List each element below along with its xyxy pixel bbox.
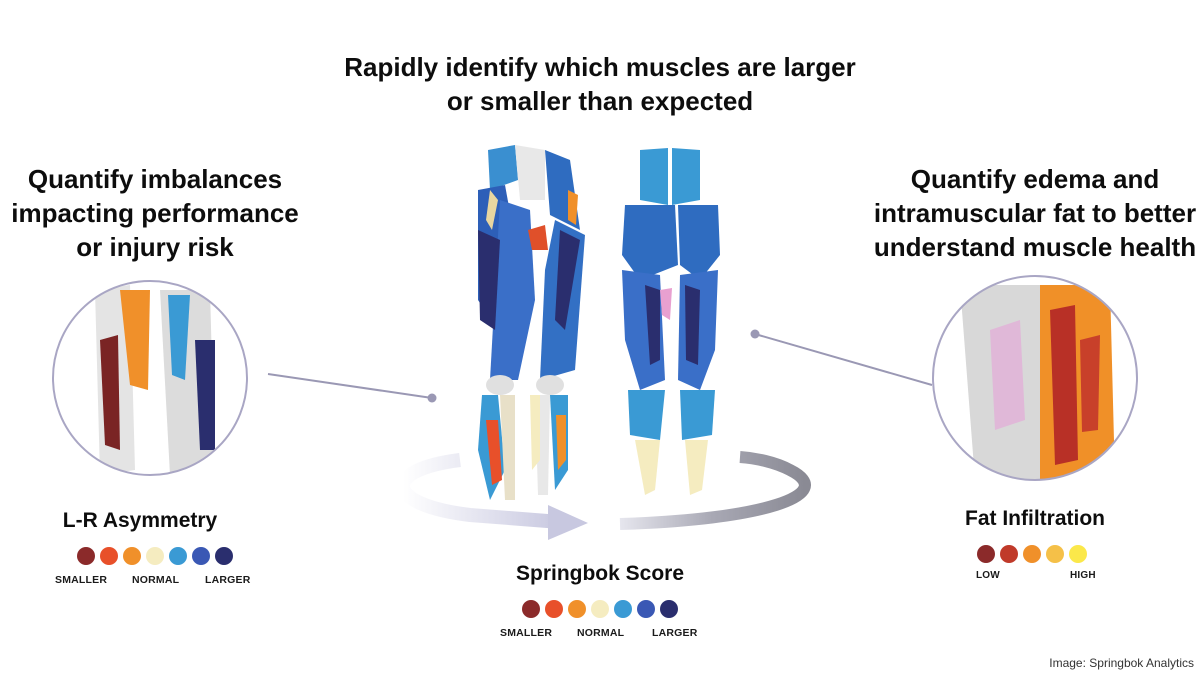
scale-dot (545, 600, 563, 618)
lr-scale-high: LARGER (205, 574, 251, 586)
scale-dot (1000, 545, 1018, 563)
fat-infiltration-scale (977, 545, 1087, 563)
fat-scale-low: LOW (976, 570, 1000, 581)
scale-dot (568, 600, 586, 618)
score-scale-low: SMALLER (500, 627, 553, 639)
scale-dot (100, 547, 118, 565)
scale-dot (637, 600, 655, 618)
scale-dot (522, 600, 540, 618)
scale-dot (977, 545, 995, 563)
leg-muscle-model-front (478, 145, 585, 500)
springbok-score-scale (522, 600, 678, 618)
scale-dot (1046, 545, 1064, 563)
scale-dot (123, 547, 141, 565)
scale-dot (146, 547, 164, 565)
lr-scale-low: SMALLER (55, 574, 108, 586)
image-credit: Image: Springbok Analytics (1049, 656, 1194, 670)
fat-infiltration-title: Fat Infiltration (965, 507, 1105, 530)
lr-asymmetry-title: L-R Asymmetry (62, 509, 218, 532)
scale-dot (591, 600, 609, 618)
scale-dot (1023, 545, 1041, 563)
scale-dot (192, 547, 210, 565)
scale-dot (215, 547, 233, 565)
leg-muscle-model-back (622, 148, 720, 495)
score-scale-mid: NORMAL (577, 627, 625, 639)
scale-dot (660, 600, 678, 618)
scale-dot (169, 547, 187, 565)
right-zoom-circle-icon (932, 275, 1138, 481)
scale-dot (77, 547, 95, 565)
rotation-arrow-icon (396, 451, 811, 540)
lr-asymmetry-scale (77, 547, 233, 565)
right-connector (750, 329, 933, 386)
score-scale-high: LARGER (652, 627, 698, 639)
center-headline: Rapidly identify which muscles are large… (344, 52, 856, 116)
fat-scale-high: HIGH (1070, 570, 1096, 581)
left-headline: Quantify imbalances impacting performanc… (11, 164, 299, 262)
scale-dot (614, 600, 632, 618)
left-connector (267, 373, 437, 403)
springbok-score-title: Springbok Score (515, 562, 685, 585)
scale-dot (1069, 545, 1087, 563)
left-zoom-circle-icon (52, 280, 248, 476)
right-headline: Quantify edema and intramuscular fat to … (873, 164, 1197, 262)
lr-scale-mid: NORMAL (132, 574, 180, 586)
